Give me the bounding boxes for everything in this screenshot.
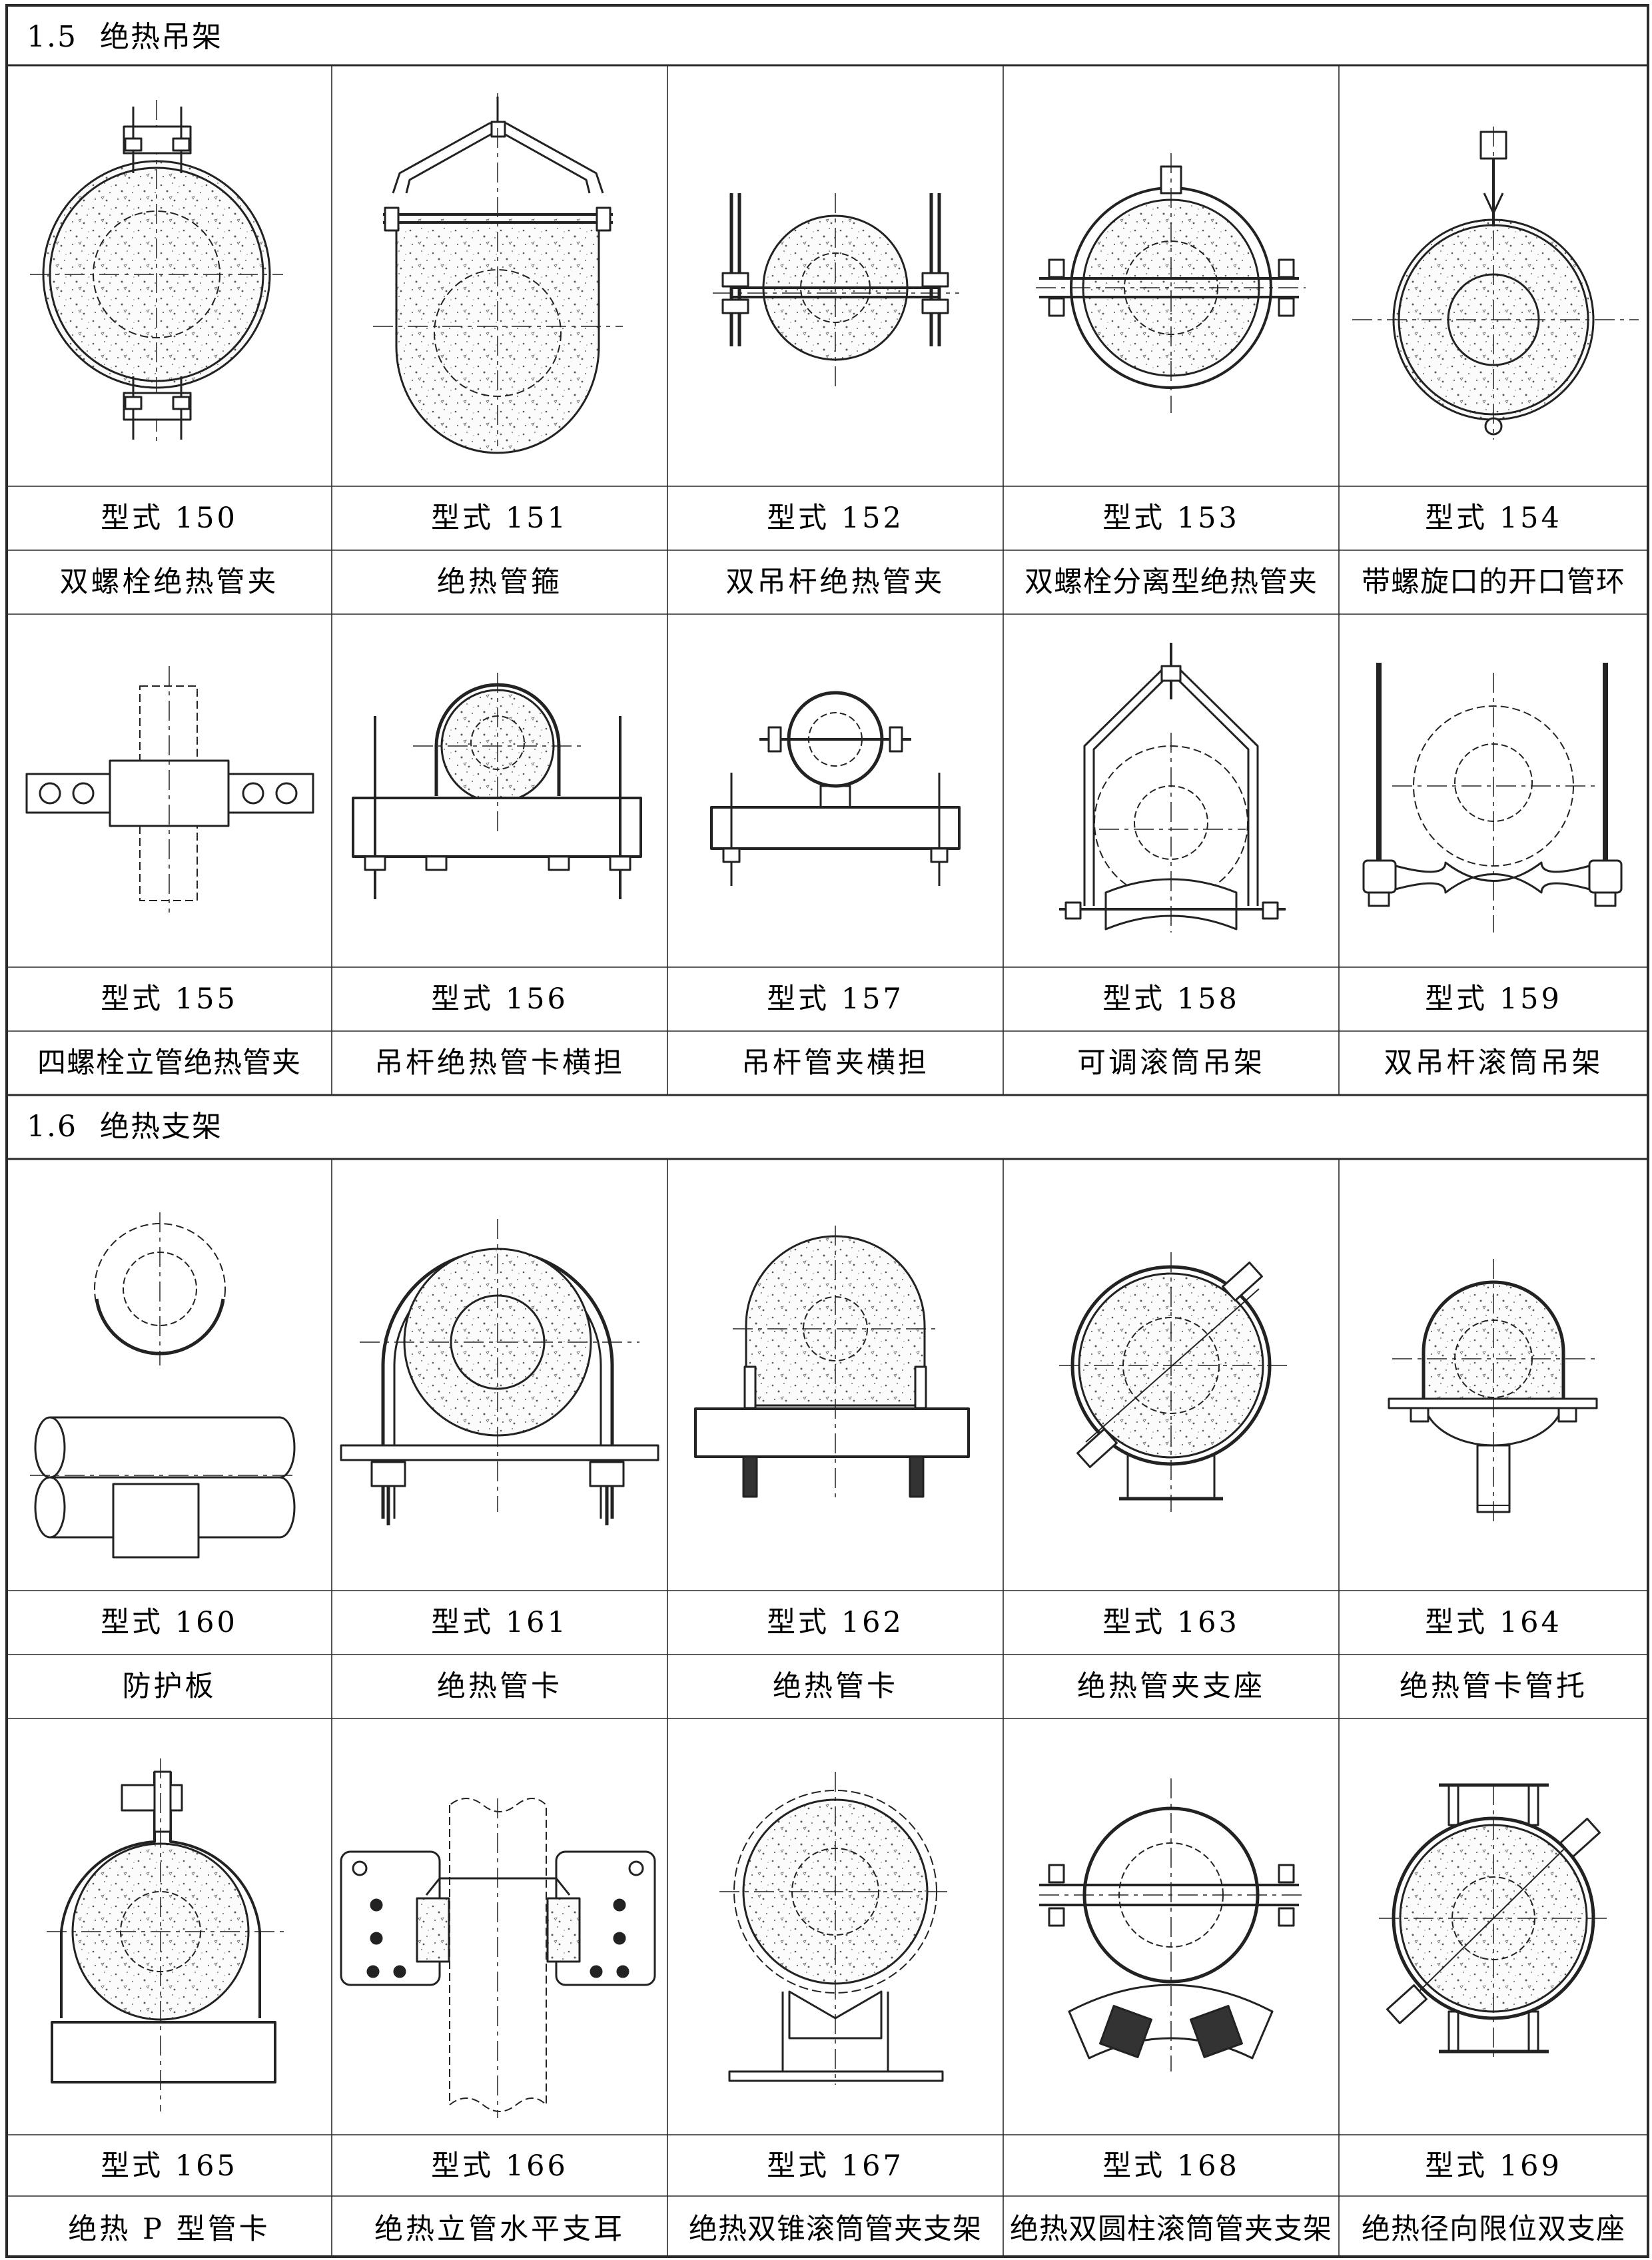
type-label: 型式 157 xyxy=(767,982,904,1016)
double-rod-insulated-clamp-icon xyxy=(713,193,959,386)
name-label: 四螺栓立管绝热管夹 xyxy=(37,1046,301,1080)
type-label: 型式 159 xyxy=(1425,982,1562,1016)
section-header-1-5: 1.5 绝热吊架 xyxy=(27,20,222,54)
type-label: 型式 155 xyxy=(101,982,238,1016)
rod-u-bolt-crossbeam-icon xyxy=(352,673,642,899)
name-label: 绝热 P 型管卡 xyxy=(68,2213,270,2246)
name-label: 吊杆管夹横担 xyxy=(741,1046,929,1080)
adjustable-roller-hanger-icon xyxy=(1059,643,1286,933)
protection-saddle-icon xyxy=(30,1212,296,1559)
type-label: 型式 152 xyxy=(767,502,904,535)
section-title: 绝热吊架 xyxy=(100,20,222,54)
rod-clamp-crossbeam-icon xyxy=(710,691,961,886)
type-label: 型式 156 xyxy=(431,982,568,1016)
section-number: 1.5 xyxy=(27,20,77,54)
name-label: 绝热径向限位双支座 xyxy=(1362,2213,1625,2246)
insulated-pipe-hoop-icon xyxy=(373,93,623,454)
name-label: 带螺旋口的开口管环 xyxy=(1362,565,1625,599)
section-header-1-6: 1.6 绝热支架 xyxy=(27,1110,222,1144)
four-bolt-riser-clamp-icon xyxy=(25,666,314,913)
insulated-clamp-support-icon xyxy=(1059,1252,1289,1512)
name-label: 双螺栓绝热管夹 xyxy=(60,565,279,599)
section-number: 1.6 xyxy=(27,1110,77,1144)
insulated-pipe-on-block-icon xyxy=(694,1226,970,1499)
type-label: 型式 153 xyxy=(1102,502,1240,535)
type-label: 型式 164 xyxy=(1425,1606,1562,1639)
name-label: 绝热立管水平支耳 xyxy=(374,2213,625,2246)
table-grid xyxy=(5,4,1649,2258)
type-label: 型式 167 xyxy=(767,2149,904,2183)
name-label: 绝热双锥滚筒管夹支架 xyxy=(689,2213,982,2246)
labels-row-2: 型式 155 型式 156 型式 157 型式 158 型式 159 四螺栓立管… xyxy=(37,982,1603,1080)
labels-row-3: 型式 160 型式 161 型式 162 型式 163 型式 164 防护板 绝… xyxy=(101,1606,1587,1703)
labels-row-4: 型式 165 型式 166 型式 167 型式 168 型式 169 绝热 P … xyxy=(68,2149,1625,2246)
p-type-clamp-icon xyxy=(47,1758,286,2111)
name-label: 双吊杆绝热管夹 xyxy=(726,565,945,599)
insulated-u-bolt-plate-icon xyxy=(340,1219,659,1525)
name-label: 绝热管夹支座 xyxy=(1077,1670,1265,1703)
type-label: 型式 165 xyxy=(101,2149,238,2183)
double-bolt-insulated-clamp-icon xyxy=(30,100,283,443)
name-label: 吊杆绝热管卡横担 xyxy=(374,1046,625,1080)
type-label: 型式 163 xyxy=(1102,1606,1240,1639)
insulated-clamp-shoe-icon xyxy=(1388,1259,1598,1522)
double-cylinder-roller-support-icon xyxy=(1039,1778,1306,2072)
type-label: 型式 158 xyxy=(1102,982,1240,1016)
name-label: 双吊杆滚筒吊架 xyxy=(1384,1046,1603,1080)
name-label: 双螺栓分离型绝热管夹 xyxy=(1025,565,1318,599)
name-label: 绝热管卡管托 xyxy=(1400,1670,1587,1703)
type-label: 型式 161 xyxy=(431,1606,568,1639)
name-label: 防护板 xyxy=(123,1670,216,1703)
name-label: 绝热管卡 xyxy=(437,1670,562,1703)
name-label: 绝热管卡 xyxy=(773,1670,898,1703)
name-label: 可调滚筒吊架 xyxy=(1077,1046,1265,1080)
type-label: 型式 150 xyxy=(101,502,238,535)
double-rod-roller-hanger-icon xyxy=(1362,663,1623,933)
type-label: 型式 154 xyxy=(1425,502,1562,535)
type-label: 型式 166 xyxy=(431,2149,568,2183)
riser-lug-support-icon xyxy=(340,1798,656,2118)
swivel-open-pipe-ring-icon xyxy=(1352,127,1639,440)
double-cone-roller-support-icon xyxy=(719,1772,953,2085)
type-label: 型式 151 xyxy=(431,502,568,535)
name-label: 绝热双圆柱滚筒管夹支架 xyxy=(1010,2213,1332,2246)
type-label: 型式 168 xyxy=(1102,2149,1240,2183)
labels-row-1: 型式 150 型式 151 型式 152 型式 153 型式 154 双螺栓绝热… xyxy=(60,502,1625,599)
split-double-bolt-clamp-icon xyxy=(1036,153,1306,413)
radial-guide-double-support-icon xyxy=(1379,1783,1609,2058)
type-label: 型式 160 xyxy=(101,1606,238,1639)
section-title: 绝热支架 xyxy=(100,1110,222,1144)
type-label: 型式 169 xyxy=(1425,2149,1562,2183)
name-label: 绝热管箍 xyxy=(437,565,562,599)
type-label: 型式 162 xyxy=(767,1606,904,1639)
